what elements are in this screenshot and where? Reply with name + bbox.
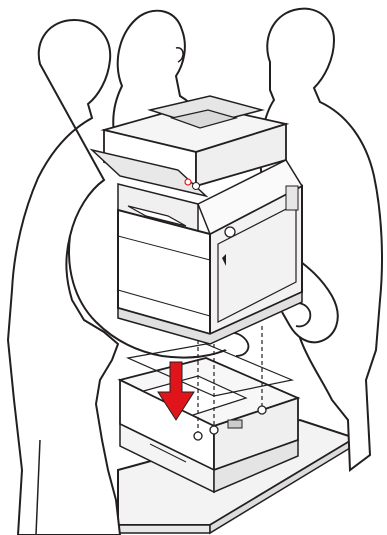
person-left-body: [8, 20, 120, 535]
peg-back-right: [258, 406, 266, 414]
tray-connector: [228, 420, 242, 428]
power-button: [225, 227, 235, 237]
peg-front-right: [210, 426, 218, 434]
peg-front-left: [194, 432, 202, 440]
panel-button-start: [193, 183, 200, 190]
printer: [92, 96, 302, 344]
floor-front: [118, 525, 210, 533]
panel-button-stop: [185, 179, 191, 185]
side-vent: [286, 186, 298, 210]
